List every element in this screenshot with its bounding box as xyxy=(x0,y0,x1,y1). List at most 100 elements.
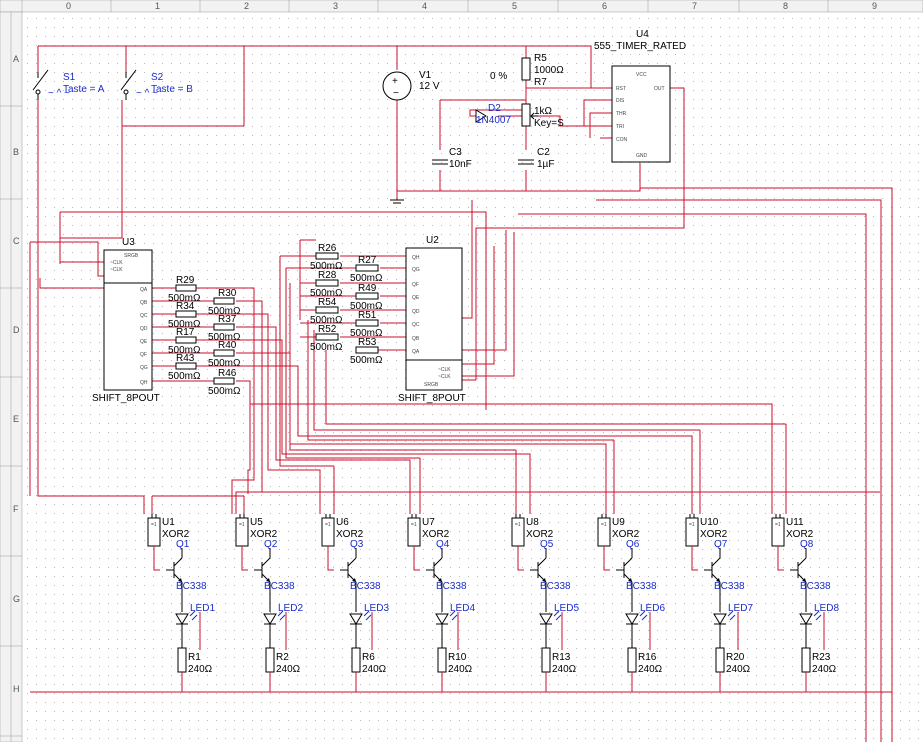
resistor-value: 240Ω xyxy=(552,664,577,675)
u4-type: 555_TIMER_RATED xyxy=(594,41,686,52)
svg-text:RST: RST xyxy=(616,86,626,92)
led-4[interactable]: LED4 xyxy=(435,603,475,625)
switch-s1[interactable]: S1 Taste = A ~ ^ ~ xyxy=(32,69,105,100)
gate-ref: U5 xyxy=(250,517,263,528)
switch-s1-ref: S1 xyxy=(63,72,76,83)
transistor-type: BC338 xyxy=(350,581,381,592)
svg-text:~CLK: ~CLK xyxy=(110,260,123,266)
led-2[interactable]: LED2 xyxy=(263,603,303,625)
potentiometer-r7[interactable]: R7 1kΩ Key=S 0 % xyxy=(490,71,564,129)
wires xyxy=(29,45,893,742)
resistor-r5[interactable]: R5 1000Ω xyxy=(521,53,564,81)
resistor-value: 500mΩ xyxy=(350,355,383,366)
row-label: H xyxy=(13,684,20,694)
resistor-value: 240Ω xyxy=(276,664,301,675)
transistor-ref: Q8 xyxy=(800,539,814,550)
row-label: F xyxy=(13,504,19,514)
resistor-value: 500mΩ xyxy=(208,358,241,369)
resistor-ref: R37 xyxy=(218,314,237,325)
svg-text:=1: =1 xyxy=(151,522,157,528)
resistor-value: 500mΩ xyxy=(310,288,343,299)
voltage-source-v1[interactable]: + − V1 12 V xyxy=(382,70,440,204)
svg-text:QA: QA xyxy=(140,287,148,293)
svg-text:+: + xyxy=(392,76,398,87)
resistor-ref: R52 xyxy=(318,324,337,335)
svg-text:=1: =1 xyxy=(689,522,695,528)
svg-text:=1: =1 xyxy=(775,522,781,528)
gate-type: XOR2 xyxy=(786,529,814,540)
led-6[interactable]: LED6 xyxy=(625,603,665,625)
svg-text:QB: QB xyxy=(412,336,420,342)
transistor-ref: Q7 xyxy=(714,539,728,550)
svg-text:TRI: TRI xyxy=(616,124,624,130)
svg-text:QC: QC xyxy=(140,313,148,319)
shift-register-u3[interactable]: U3 SHIFT_8POUT SRGB ~CLK ~CLK QA QB QC Q… xyxy=(92,237,160,404)
capacitor-c2[interactable]: C2 1µF xyxy=(518,147,554,170)
resistor-ref: R13 xyxy=(552,652,571,663)
transistor-type: BC338 xyxy=(714,581,745,592)
resistor-value: 500mΩ xyxy=(168,319,201,330)
svg-text:QB: QB xyxy=(140,300,148,306)
timer-u4[interactable]: U4 555_TIMER_RATED VCC RST DIS THR TRI C… xyxy=(594,29,686,163)
column-label: 2 xyxy=(244,1,249,11)
svg-text:QD: QD xyxy=(140,326,148,332)
led-3[interactable]: LED3 xyxy=(349,603,389,625)
switch-s2[interactable]: S2 Taste = B ~ ^ ~ xyxy=(120,69,193,100)
svg-text:~CLK: ~CLK xyxy=(438,374,451,380)
svg-text:=1: =1 xyxy=(515,522,521,528)
resistor-value: 500mΩ xyxy=(310,261,343,272)
column-label: 1 xyxy=(155,1,160,11)
svg-text:GND: GND xyxy=(636,153,648,159)
switch-s2-key: Taste = B xyxy=(151,84,193,95)
led-7[interactable]: LED7 xyxy=(713,603,753,625)
resistor-ref: R27 xyxy=(358,255,377,266)
led-ref: LED6 xyxy=(640,603,665,614)
d2-value: 1N4007 xyxy=(476,115,511,126)
svg-text:DIS: DIS xyxy=(616,98,625,104)
diode-d2[interactable]: D2 1N4007 xyxy=(475,103,511,126)
shift-register-u2[interactable]: U2 SHIFT_8POUT QH QG QF QE QD QC QB QA ~… xyxy=(398,235,466,404)
gate-ref: U1 xyxy=(162,517,175,528)
r5-value: 1000Ω xyxy=(534,65,564,76)
r7-key: Key=S xyxy=(534,118,564,129)
capacitor-c3[interactable]: C3 10nF xyxy=(432,147,472,170)
transistor-ref: Q2 xyxy=(264,539,278,550)
transistor-ref: Q6 xyxy=(626,539,640,550)
row-label: B xyxy=(13,147,19,157)
